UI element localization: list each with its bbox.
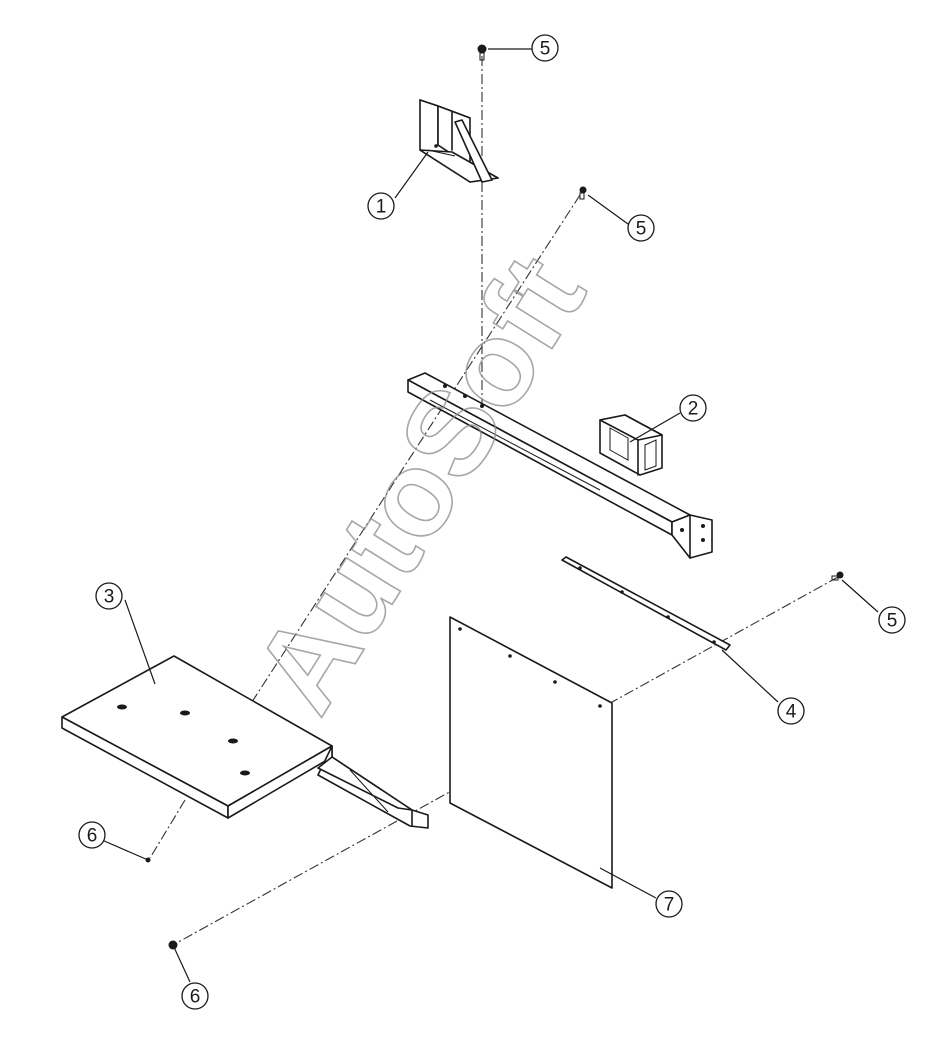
callout-4-label: 4 [786, 702, 797, 723]
callout-5a-label: 5 [540, 39, 551, 60]
callout-6a: 6 [78, 821, 106, 849]
part-7-panel [449, 616, 613, 889]
callout-3-label: 3 [104, 587, 115, 608]
part-3-shelf-plate [61, 655, 429, 829]
callout-7: 7 [655, 890, 683, 918]
callout-5b: 5 [627, 214, 655, 242]
callout-balloons: 5 1 5 2 3 5 4 6 [78, 34, 906, 1010]
callout-6b: 6 [181, 982, 209, 1010]
callout-1: 1 [367, 192, 395, 220]
callout-5a: 5 [531, 34, 559, 62]
watermark-text: AutoSoft [228, 233, 610, 734]
part-4-strip [561, 556, 731, 651]
part-2-rail-bracket [407, 372, 713, 559]
callout-6b-label: 6 [190, 987, 201, 1008]
callout-7-label: 7 [664, 895, 675, 916]
callout-5c-label: 5 [887, 611, 898, 632]
leader-lines [101, 48, 879, 983]
callout-5c: 5 [878, 606, 906, 634]
callout-6a-label: 6 [87, 826, 98, 847]
part-1-bracket [419, 99, 499, 183]
callout-1-label: 1 [376, 197, 387, 218]
callout-3: 3 [95, 582, 123, 610]
callout-5b-label: 5 [636, 219, 647, 240]
callout-2-label: 2 [688, 399, 699, 420]
callout-4: 4 [777, 697, 805, 725]
callout-2: 2 [679, 394, 707, 422]
